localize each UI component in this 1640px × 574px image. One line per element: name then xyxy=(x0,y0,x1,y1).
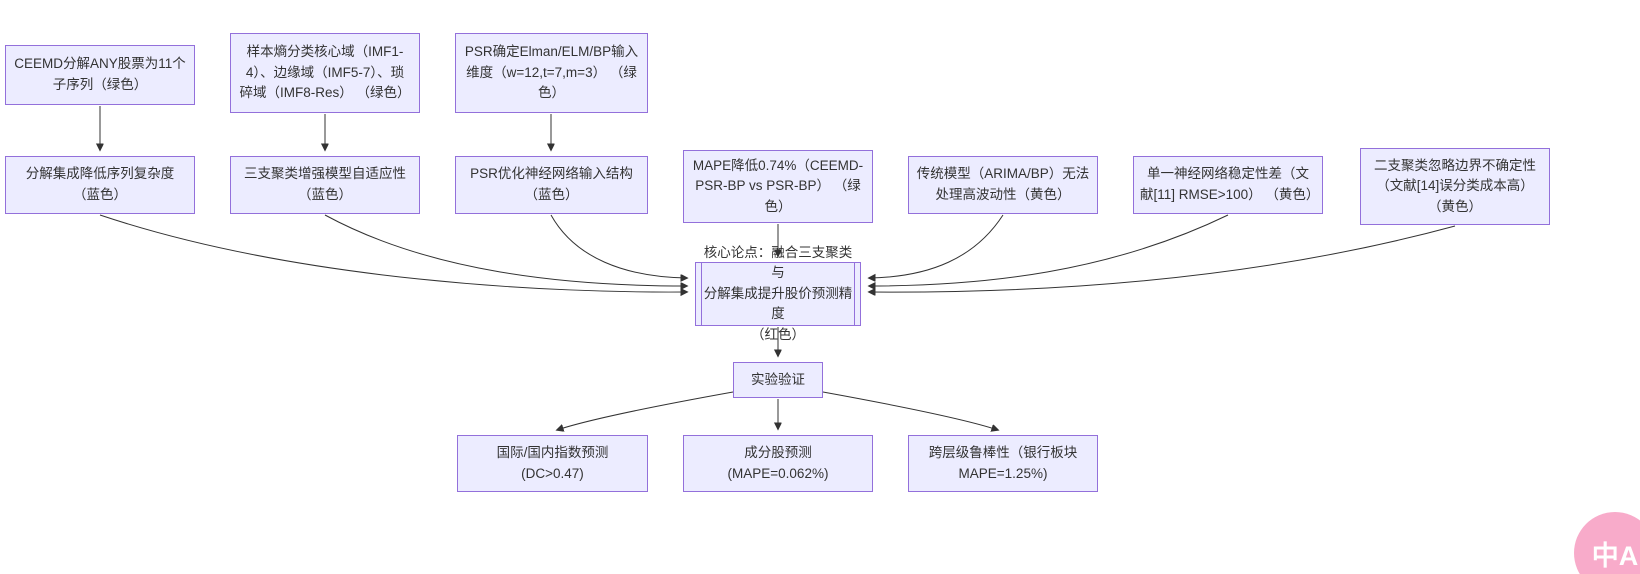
edge-threeway-to-core xyxy=(324,214,687,286)
edge-psropt-to-core xyxy=(550,214,687,278)
node-traditional-model-limit: 传统模型（ARIMA/BP）无法 处理高波动性（黄色） xyxy=(908,156,1098,214)
edge-experiment-to-robust xyxy=(822,391,998,430)
node-psr-optimize-structure: PSR优化神经网络输入结构 （蓝色） xyxy=(455,156,648,214)
translate-float-button[interactable]: 中A xyxy=(1574,512,1640,574)
node-sample-entropy-domains: 样本熵分类核心域（IMF1- 4）、边缘域（IMF5-7）、琐 碎域（IMF8-… xyxy=(230,33,420,113)
node-two-way-clustering-limit: 二支聚类忽略边界不确定性 （文献[14]误分类成本高） （黄色） xyxy=(1360,148,1550,225)
edge-decomp-to-core xyxy=(99,214,687,292)
node-psr-input-dimension: PSR确定Elman/ELM/BP输入 维度（w=12,t=7,m=3） （绿 … xyxy=(455,33,648,113)
edge-traditional-to-core xyxy=(869,214,1004,278)
node-index-prediction: 国际/国内指数预测 (DC>0.47) xyxy=(457,435,648,492)
node-decomposition-complexity: 分解集成降低序列复杂度 （蓝色） xyxy=(5,156,195,214)
node-experiment-validation: 实验验证 xyxy=(733,362,823,398)
edge-twoway-to-core xyxy=(869,225,1456,292)
node-ceemd-decompose: CEEMD分解ANY股票为11个 子序列（绿色） xyxy=(5,45,195,105)
node-core-thesis: 核心论点：融合三支聚类与 分解集成提升股价预测精度 （红色） xyxy=(695,245,861,342)
node-cross-level-robustness: 跨层级鲁棒性（银行板块 MAPE=1.25%) xyxy=(908,435,1098,492)
node-constituent-prediction: 成分股预测 (MAPE=0.062%) xyxy=(683,435,873,492)
node-three-way-clustering-adaptive: 三支聚类增强模型自适应性 （蓝色） xyxy=(230,156,420,214)
edge-singlenn-to-core xyxy=(869,214,1229,286)
node-single-nn-instability: 单一神经网络稳定性差（文 献[11] RMSE>100） （黄色） xyxy=(1133,156,1323,214)
node-mape-improvement: MAPE降低0.74%（CEEMD- PSR-BP vs PSR-BP） （绿 … xyxy=(683,150,873,223)
edge-experiment-to-index xyxy=(557,391,734,430)
